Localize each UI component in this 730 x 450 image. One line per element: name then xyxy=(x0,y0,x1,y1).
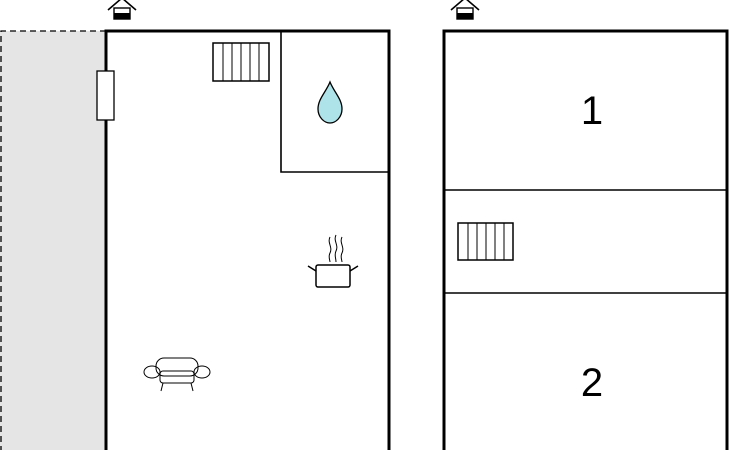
radiator-icon xyxy=(457,222,514,261)
house-entrance-icon xyxy=(450,0,480,20)
window-icon xyxy=(96,70,115,121)
house-entrance-icon xyxy=(107,0,137,20)
terrace-area xyxy=(0,30,106,450)
radiator-icon xyxy=(212,42,270,82)
cooking-pot-icon xyxy=(307,234,359,288)
water-drop-icon xyxy=(317,80,343,124)
bathroom-walls xyxy=(280,31,389,173)
floor-right xyxy=(442,29,729,450)
sofa-icon xyxy=(143,357,211,392)
floor-left-outline xyxy=(104,29,391,450)
floor-left xyxy=(104,29,391,450)
room-label-2: 2 xyxy=(581,361,603,405)
floor-right-outline xyxy=(442,29,729,450)
room-label-1: 1 xyxy=(581,89,603,133)
